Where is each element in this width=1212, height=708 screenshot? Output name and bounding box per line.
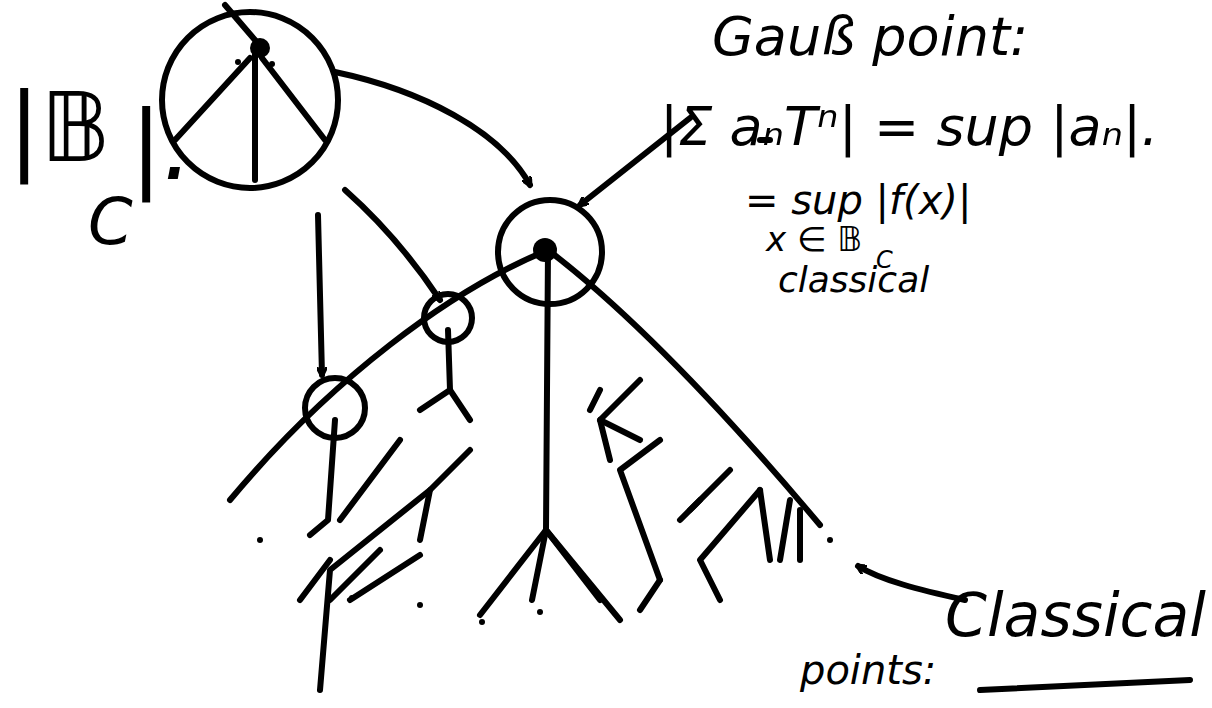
heading-label: Classical [945,585,1206,645]
note: classical [778,262,929,298]
formula: x ∈ 𝔹 [766,222,862,256]
formula: = sup |f(x)| [745,180,971,220]
heading-label: Gauß point: [712,10,1028,64]
formula: |Σ aₙTⁿ| = sup |aₙ|. [660,100,1158,154]
set-symbol: |. [130,98,193,194]
set-symbol: |𝔹 [8,80,111,176]
note: points: [800,650,936,690]
subscript: C [88,190,133,254]
